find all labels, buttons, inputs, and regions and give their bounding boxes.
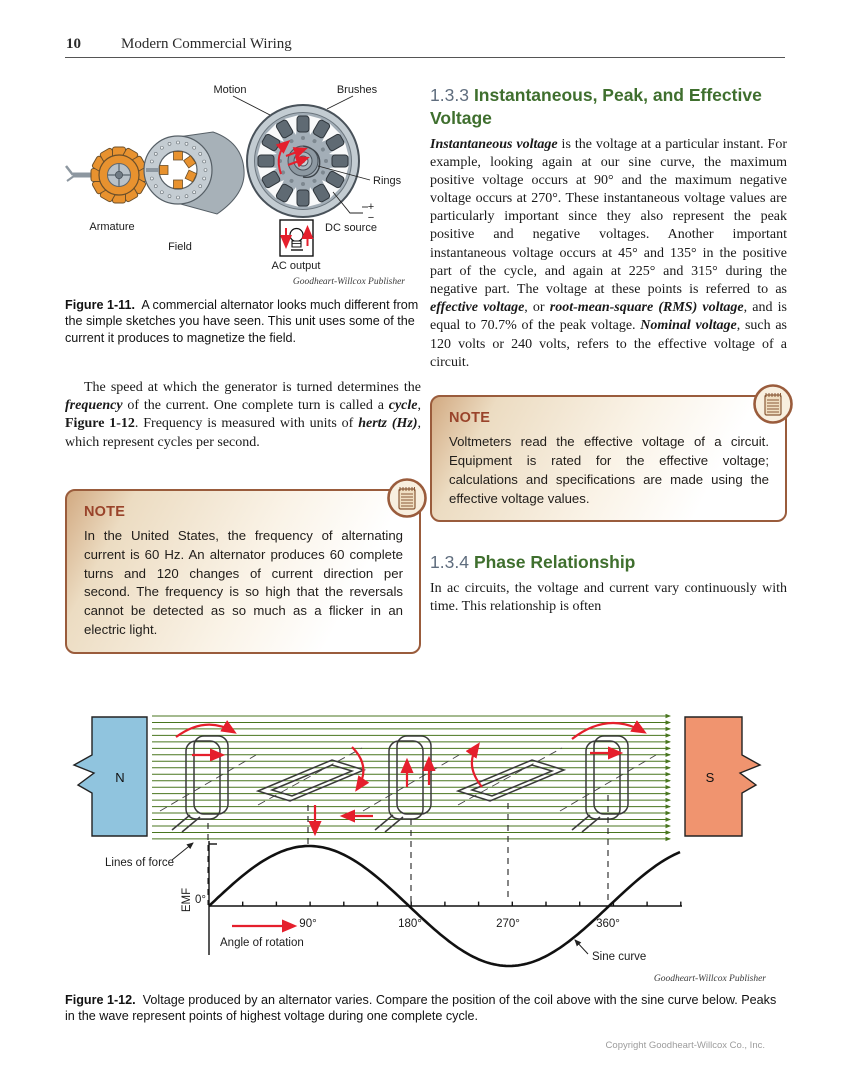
section-title: Instantaneous, Peak, and Effective Volta… (430, 85, 762, 128)
paragraph-frequency: The speed at which the generator is turn… (65, 380, 421, 450)
reference-dashed-lines (207, 795, 609, 905)
label-ac-output: AC output (272, 260, 321, 272)
label-s-pole: S (706, 770, 715, 785)
motion-leader (232, 95, 271, 116)
figure-1-12-diagram: N S (72, 713, 766, 984)
figure-1-11-caption-lead: Figure 1-11. (65, 298, 135, 312)
paragraph-instantaneous-voltage: Instantaneous voltage is the voltage at … (430, 136, 787, 370)
note-text: Voltmeters read the effective voltage of… (449, 433, 769, 506)
brushes-leader (326, 95, 354, 110)
label-n-pole: N (115, 770, 124, 785)
label-lines-of-force: Lines of force (105, 857, 174, 869)
dc-source-leader (332, 191, 363, 214)
n-magnet: N (72, 716, 148, 837)
section-title: Phase Relationship (473, 552, 636, 573)
figure-1-12-caption: Figure 1-12. Voltage produced by an alte… (65, 992, 788, 1025)
sine-curve-arrow (574, 939, 589, 955)
note-box-frequency: NOTE In the United States, the frequency… (65, 478, 427, 655)
label-rings: Rings (373, 175, 402, 187)
figure-1-12-credit: Goodheart-Willcox Publisher (654, 974, 766, 984)
note-box-voltmeters: NOTE Voltmeters read the effective volta… (430, 384, 793, 523)
label-360deg: 360° (596, 918, 620, 930)
label-emf: EMF (181, 888, 193, 912)
field-lines (152, 713, 671, 842)
figure-1-11-credit: Goodheart-Willcox Publisher (293, 277, 405, 287)
sine-axes (208, 841, 682, 955)
section-number: 1.3.3 (430, 85, 469, 105)
coil-0deg (159, 720, 257, 833)
page-number: 10 (66, 36, 81, 52)
header-rule (65, 57, 785, 58)
coil-180deg (362, 735, 460, 833)
label-motion: Motion (213, 84, 246, 96)
label-plus: + (368, 201, 374, 213)
figure-1-12: N S (60, 703, 789, 988)
paragraph-phase-relationship: In ac circuits, the voltage and current … (430, 581, 787, 615)
figure-1-11-caption: Figure 1-11. A commercial alternator loo… (65, 297, 421, 346)
label-angle-of-rotation: Angle of rotation (220, 937, 304, 949)
label-270deg: 270° (496, 918, 520, 930)
note-title: NOTE (449, 409, 491, 426)
label-90deg: 90° (299, 918, 316, 930)
ac-output-box (279, 219, 314, 257)
note-text: In the United States, the frequency of a… (84, 527, 403, 638)
lines-of-force-arrow (171, 842, 194, 861)
coil-90deg (255, 746, 373, 837)
field-ring-drawing (143, 131, 245, 215)
figure-1-12-caption-lead: Figure 1-12. (65, 993, 136, 1007)
sine-curve (208, 844, 681, 968)
copyright-line: Copyright Goodheart-Willcox Co., Inc. (605, 1040, 765, 1051)
figure-1-11-diagram: Motion Brushes Rings + − DC source AC ou… (65, 84, 405, 287)
note-title: NOTE (84, 503, 126, 520)
label-brushes: Brushes (337, 84, 378, 96)
notepad-icon (752, 383, 794, 425)
notepad-icon (386, 477, 428, 519)
section-number: 1.3.4 (430, 552, 469, 573)
book-title: Modern Commercial Wiring (121, 36, 292, 52)
coil-360deg (559, 720, 657, 833)
rings-leader (317, 165, 371, 181)
label-180deg: 180° (398, 918, 422, 930)
label-dc-source: DC source (325, 222, 377, 234)
label-0deg: 0° (195, 894, 206, 906)
rotor-drawing (246, 104, 360, 218)
label-minus: − (368, 212, 374, 224)
s-magnet: S (684, 716, 762, 837)
rotating-coils (159, 720, 657, 837)
figure-1-12-caption-text: Voltage produced by an alternator varies… (65, 993, 777, 1024)
coil-270deg (455, 742, 567, 806)
label-field: Field (168, 241, 192, 253)
page-header: 10 Modern Commercial Wiring (66, 36, 292, 53)
label-sine-curve: Sine curve (592, 951, 646, 963)
armature-drawing (90, 146, 148, 204)
label-armature: Armature (89, 221, 134, 233)
left-column: Motion Brushes Rings + − DC source AC ou… (65, 80, 427, 655)
figure-1-11-caption-text: A commercial alternator looks much diffe… (65, 298, 419, 345)
